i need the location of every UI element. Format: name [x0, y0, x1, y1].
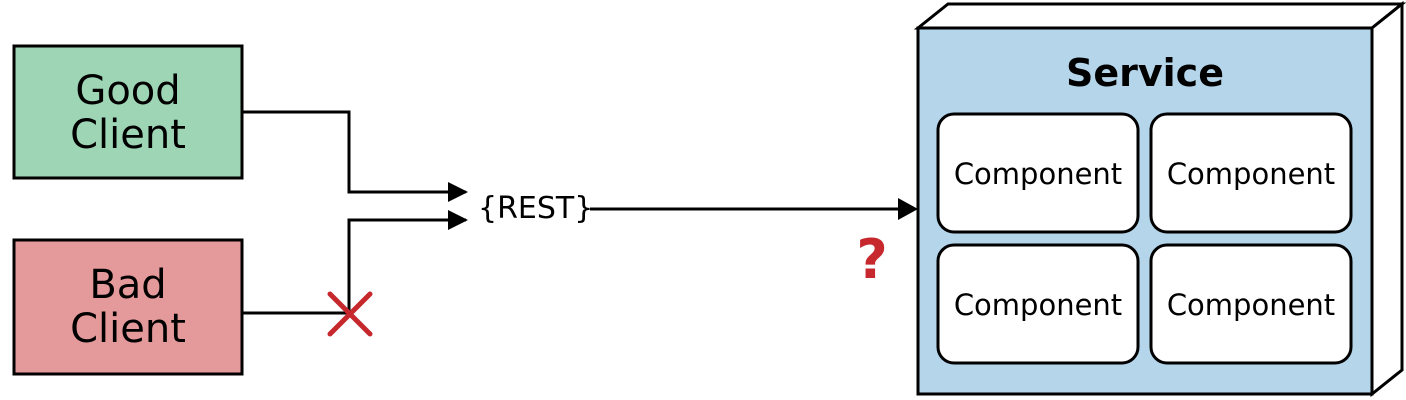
good-client-connector	[242, 110, 467, 197]
bad-client-label-line2: Client	[70, 306, 186, 352]
component-box	[1149, 112, 1353, 234]
bad-client-connector	[242, 218, 466, 315]
component-label: Component	[1167, 288, 1335, 322]
question-mark: ?	[856, 228, 887, 291]
rest-gateway-label: {REST}	[478, 191, 593, 226]
service-node: Service Component Component Component Co…	[913, 0, 1406, 398]
bad-client-box	[12, 238, 244, 376]
service-box-top	[913, 2, 1406, 30]
good-client-arrowhead	[448, 182, 468, 202]
bad-client-arrowhead	[448, 210, 468, 230]
good-client-box	[12, 44, 244, 180]
service-box-side	[1370, 0, 1404, 398]
bad-client: Bad Client	[12, 238, 244, 376]
component-label: Component	[1167, 157, 1335, 191]
component-label: Component	[954, 288, 1122, 322]
good-client: Good Client	[12, 44, 244, 180]
component-box	[1149, 243, 1353, 365]
component-box	[936, 112, 1140, 234]
x-mark-icon	[327, 291, 373, 337]
rest-to-service-arrowhead	[898, 198, 918, 220]
bad-client-label-line1: Bad	[89, 262, 166, 308]
component-box	[936, 243, 1140, 365]
good-client-label-line2: Client	[70, 112, 186, 158]
component-label: Component	[954, 157, 1122, 191]
service-title: Service	[1066, 51, 1224, 95]
good-client-label-line1: Good	[75, 68, 180, 114]
